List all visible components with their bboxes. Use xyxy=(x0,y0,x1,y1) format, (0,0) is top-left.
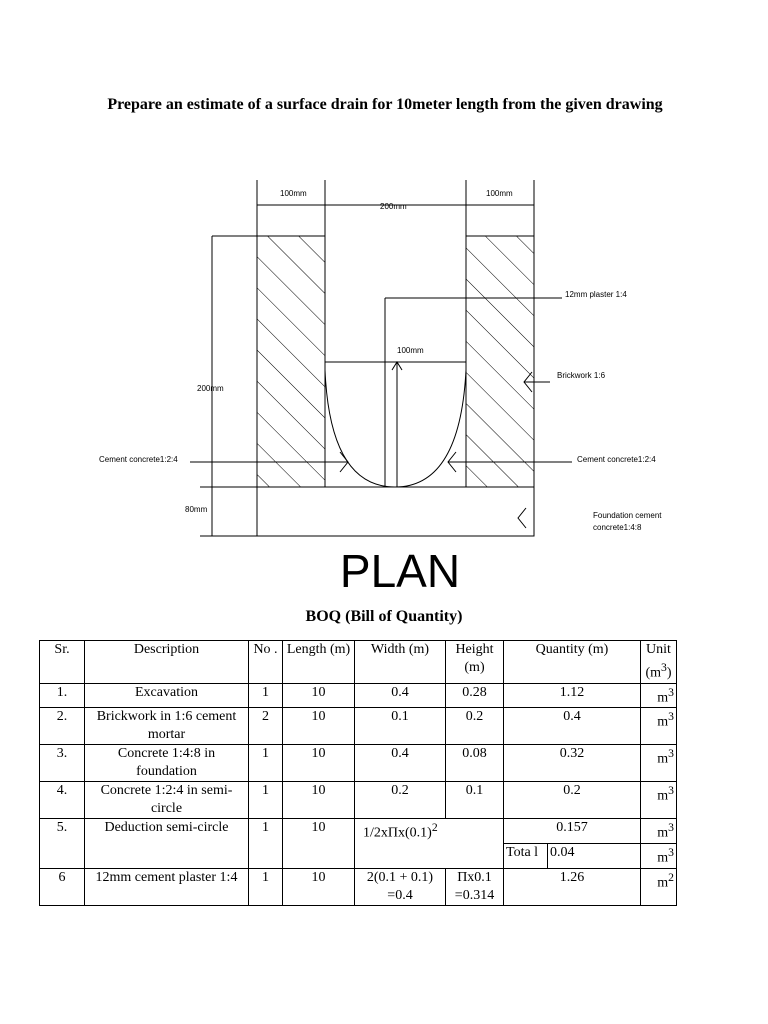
header-description: Description xyxy=(84,640,249,684)
foundation xyxy=(256,486,535,537)
label-brickwork: Brickwork 1:6 xyxy=(557,371,606,380)
label-plaster: 12mm plaster 1:4 xyxy=(565,290,627,299)
header-height: Height (m) xyxy=(445,640,504,684)
header-length: Length (m) xyxy=(282,640,355,684)
dim-foundation: 80mm xyxy=(185,505,208,514)
dim-channel: 200mm xyxy=(380,202,407,211)
drain-plan-drawing: 100mm 100mm 200mm 200mm 80mm 100mm 12mm … xyxy=(99,180,662,537)
label-cc-left: Cement concrete1:2:4 xyxy=(99,455,178,464)
boq-title: BOQ (Bill of Quantity) xyxy=(305,608,463,625)
dim-height: 200mm xyxy=(197,384,224,393)
plan-caption: PLAN xyxy=(339,545,461,597)
label-foundation-1: Foundation cement xyxy=(593,511,662,520)
label-cc-right: Cement concrete1:2:4 xyxy=(577,455,656,464)
dim-left-wall: 100mm xyxy=(280,189,307,198)
table-header-row: Sr. Description No . Length (m) Width (m… xyxy=(39,640,677,684)
right-wall xyxy=(465,235,535,488)
header-no: No . xyxy=(248,640,283,684)
dim-radius: 100mm xyxy=(397,346,424,355)
header-unit: Unit(m3) xyxy=(640,640,677,684)
semi-circle-invert xyxy=(324,369,467,488)
boq-table: Sr. Description No . Length (m) Width (m… xyxy=(39,640,677,906)
left-wall xyxy=(256,235,326,488)
header-quantity: Quantity (m) xyxy=(503,640,641,684)
page-title: Prepare an estimate of a surface drain f… xyxy=(107,96,663,113)
label-foundation-2: concrete1:4:8 xyxy=(593,523,642,532)
dim-right-wall: 100mm xyxy=(486,189,513,198)
header-sr: Sr. xyxy=(39,640,85,684)
header-width: Width (m) xyxy=(354,640,446,684)
